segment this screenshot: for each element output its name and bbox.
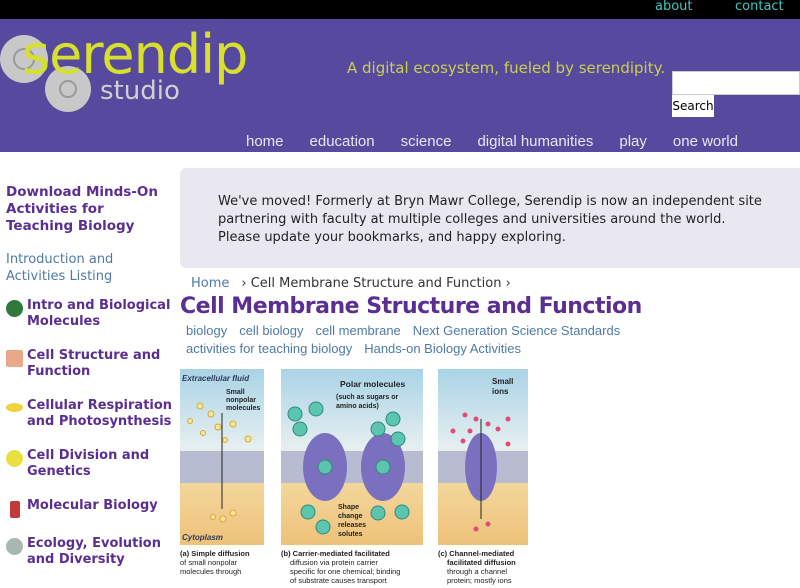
svg-text:(a) Simple diffusion: (a) Simple diffusion [180, 549, 250, 558]
tag-cell-biology[interactable]: cell biology [239, 323, 304, 338]
tag-biology[interactable]: biology [186, 323, 228, 338]
svg-text:nonpolar: nonpolar [226, 397, 256, 404]
page-title: Cell Membrane Structure and Function [180, 294, 642, 319]
sidebar-download-link[interactable]: Download Minds-On Activities for Teachin… [6, 184, 159, 234]
logo-subtitle: studio [100, 76, 180, 106]
nav-home[interactable]: home [246, 133, 284, 150]
svg-text:Extracellular fluid: Extracellular fluid [182, 374, 250, 383]
site-header: serendip studio A digital ecosystem, fue… [0, 19, 800, 152]
breadcrumb-current: › Cell Membrane Structure and Function › [241, 276, 511, 291]
svg-text:(c) Channel-mediated: (c) Channel-mediated [438, 549, 515, 558]
nav-education[interactable]: education [309, 133, 375, 150]
svg-text:facilitated diffusion: facilitated diffusion [447, 558, 516, 567]
svg-text:molecules through: molecules through [180, 567, 241, 576]
svg-text:change: change [338, 513, 363, 520]
svg-text:Shape: Shape [338, 504, 359, 511]
contact-link[interactable]: contact [735, 0, 784, 14]
nav-science[interactable]: science [400, 133, 452, 150]
tag-ngss[interactable]: Next Generation Science Standards [412, 323, 621, 338]
sidebar-intro-link[interactable]: Introduction and Activities Listing [6, 252, 114, 284]
svg-text:of small nonpolar: of small nonpolar [180, 558, 238, 567]
tagline: A digital ecosystem, fueled by serendipi… [347, 59, 666, 77]
panel-c: Small ions [438, 369, 528, 545]
search-button[interactable]: Search [672, 95, 714, 117]
atp-icon [6, 403, 23, 412]
svg-text:Polar molecules: Polar molecules [340, 379, 405, 389]
sidebar-item-respiration[interactable]: Cellular Respiration and Photosynthesis [6, 398, 174, 430]
svg-text:specific for one chemical; bin: specific for one chemical; binding [290, 567, 400, 576]
tag-list: biology cell biology cell membrane Next Gen… [186, 322, 796, 358]
membrane-diffusion-figure: Extracellular fluid Small nonpolar molec… [180, 369, 528, 585]
sidebar-item-cell-division[interactable]: Cell Division and Genetics [6, 448, 174, 480]
svg-text:(such as sugars or: (such as sugars or [336, 394, 399, 401]
sidebar-item-cell-structure[interactable]: Cell Structure and Function [6, 348, 174, 380]
svg-text:protein; mostly ions: protein; mostly ions [447, 576, 512, 585]
tag-hands-on[interactable]: Hands-on Biology Activities [364, 341, 522, 356]
svg-text:solutes: solutes [338, 531, 363, 538]
about-link[interactable]: about [655, 0, 693, 14]
dna-icon [10, 501, 20, 518]
svg-text:Cytoplasm: Cytoplasm [182, 533, 223, 542]
main-nav: home education science digital humanities pl… [246, 133, 738, 151]
svg-text:Small: Small [492, 377, 513, 386]
svg-text:ions: ions [492, 387, 509, 396]
logo-spiral-icon [0, 35, 91, 112]
svg-text:diffusion via protein carrier: diffusion via protein carrier [290, 558, 378, 567]
panel-b: Polar molecules (such as sugars or amino… [281, 369, 423, 545]
figure-captions: (a) Simple diffusion of small nonpolar m… [180, 549, 516, 585]
globe-icon [6, 538, 23, 555]
svg-text:molecules: molecules [226, 405, 260, 412]
sidebar-item-molecular-biology[interactable]: Molecular Biology [6, 498, 174, 518]
breadcrumb-home[interactable]: Home [191, 276, 230, 291]
svg-text:of substrate causes transport: of substrate causes transport [290, 576, 388, 585]
svg-text:through a channel: through a channel [447, 567, 507, 576]
sidebar-item-intro-molecules[interactable]: Intro and Biological Molecules [6, 298, 174, 330]
molecule-icon [6, 300, 23, 317]
cell-icon [6, 350, 23, 367]
breadcrumb: Home › Cell Membrane Structure and Functi… [191, 276, 511, 291]
nav-digital-humanities[interactable]: digital humanities [477, 133, 594, 150]
tag-cell-membrane[interactable]: cell membrane [315, 323, 401, 338]
chromosome-icon [6, 450, 23, 467]
tag-activities[interactable]: activities for teaching biology [186, 341, 353, 356]
panel-a: Extracellular fluid Small nonpolar molec… [180, 369, 264, 545]
moved-notice: We've moved! Formerly at Bryn Mawr Colle… [180, 168, 800, 268]
svg-text:(b) Carrier-mediated facilitat: (b) Carrier-mediated facilitated [281, 549, 390, 558]
logo[interactable]: serendip [22, 23, 248, 86]
search-input[interactable] [672, 71, 800, 95]
svg-text:releases: releases [338, 522, 366, 529]
sidebar: Download Minds-On Activities for Teachin… [6, 184, 174, 568]
sidebar-item-ecology[interactable]: Ecology, Evolution and Diversity [6, 536, 174, 568]
svg-text:amino acids): amino acids) [336, 403, 379, 410]
top-bar: about contact [0, 0, 800, 19]
svg-text:Small: Small [226, 389, 245, 396]
nav-play[interactable]: play [619, 133, 647, 150]
nav-one-world[interactable]: one world [672, 133, 738, 150]
